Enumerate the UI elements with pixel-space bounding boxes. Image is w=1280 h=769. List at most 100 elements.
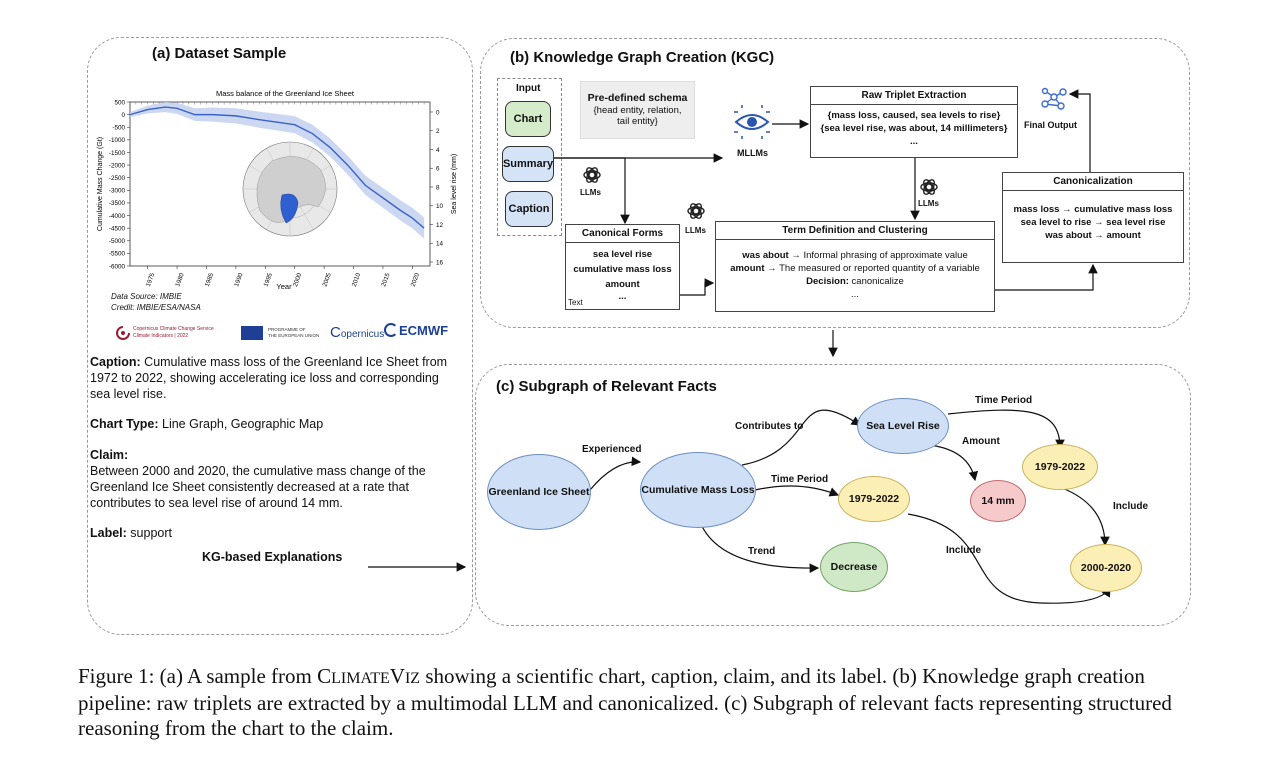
ytick-label: -4500	[109, 225, 126, 232]
raw-triplet-2: {sea level rise, was about, 14 millimete…	[820, 123, 1008, 134]
xtick-label: 2020	[410, 272, 422, 288]
copernicus-word: opernicus	[340, 329, 385, 340]
ytick-label: -2500	[109, 175, 126, 182]
caption-part3: showing a scientific chart, caption, cla…	[78, 664, 1172, 740]
term-l2: The measured or reported quantity of a v…	[776, 263, 980, 274]
term-l2-key: amount →	[730, 263, 777, 274]
term-ellipsis: ...	[851, 289, 859, 300]
node-period-3: 2000-2020	[1070, 544, 1142, 592]
raw-triplet-1: {mass loss, caused, sea levels to rise}	[827, 110, 1001, 121]
edge-include-1: Include	[1113, 501, 1149, 512]
llm-icon-1	[583, 167, 601, 183]
panel-b-kgc	[480, 38, 1190, 328]
term-l3-key: Decision:	[806, 276, 849, 287]
caption-sc1: LIMATE	[331, 670, 390, 687]
y2tick-label: 14	[436, 241, 444, 248]
ytick-label: -1000	[109, 137, 126, 144]
figure-caption: Figure 1: (a) A sample from CLIMATEVIZ s…	[78, 664, 1208, 741]
term-l1: Informal phrasing of approximate value	[800, 250, 968, 261]
llms-label-2: LLMs	[685, 226, 706, 235]
form-1: sea level rise	[592, 249, 653, 260]
chart-y2label: Sea level rise (mm)	[451, 154, 458, 214]
c3s-line1: Copernicus Climate Change Service	[133, 326, 214, 332]
eu-line2: THE EUROPEAN UNION	[268, 333, 320, 338]
copernicus-logo: Copernicus	[330, 324, 384, 341]
xtick-label: 2010	[351, 272, 363, 288]
raw-triplet-title: Raw Triplet Extraction	[811, 87, 1017, 105]
edge-include-2: Include	[946, 545, 982, 556]
panel-c-subgraph	[475, 364, 1191, 626]
schema-box: Pre-defined schema {head entity, relatio…	[580, 81, 695, 139]
ecmwf-logo: ECMWF	[384, 323, 448, 338]
ytick-label: 500	[114, 99, 125, 106]
input-summary: Summary	[502, 146, 554, 182]
c3s-logo-icon	[116, 326, 130, 340]
input-label: Input	[516, 83, 541, 94]
canonical-forms-box: Canonical Forms sea level rise cumulativ…	[565, 224, 680, 310]
xtick-label: 1975	[145, 272, 157, 288]
label-label: Label:	[90, 526, 127, 540]
y2tick-label: 8	[436, 184, 440, 191]
edge-trend: Trend	[748, 546, 776, 557]
eu-flag-icon	[241, 326, 263, 340]
kg-explanations: KG-based Explanations	[202, 550, 343, 564]
xtick-label: 1995	[263, 272, 275, 288]
eu-line1: PROGRAMME OF	[268, 327, 306, 332]
term-definition-title: Term Definition and Clustering	[716, 222, 994, 240]
chart-type-label: Chart Type:	[90, 417, 159, 431]
input-caption: Caption	[505, 191, 553, 227]
c3s-line2: Climate Indicators | 2022	[133, 333, 189, 339]
input-group	[497, 78, 562, 236]
ytick-label: -2000	[109, 162, 126, 169]
y2tick-label: 12	[436, 222, 444, 229]
canonicalization-title: Canonicalization	[1003, 173, 1183, 191]
data-source: Data Source: IMBIE	[111, 292, 182, 301]
mllms-label: MLLMs	[737, 148, 768, 158]
caption-text: Cumulative mass loss of the Greenland Ic…	[90, 355, 448, 401]
forms-ellipsis: ...	[618, 291, 627, 302]
ytick-label: -500	[112, 125, 125, 132]
ytick-label: -5500	[109, 251, 126, 258]
caption-label: Caption:	[90, 355, 141, 369]
chart-type-text: Line Graph, Geographic Map	[158, 417, 324, 431]
schema-text: {head entity, relation, tail entity}	[593, 105, 682, 127]
claim-label: Claim:	[90, 448, 129, 462]
panel-b-title: (b) Knowledge Graph Creation (KGC)	[510, 49, 775, 66]
ytick-label: -1500	[109, 150, 126, 157]
llm-icon-3	[920, 179, 938, 195]
xtick-label: 1980	[174, 272, 186, 288]
uncertainty-band	[130, 102, 425, 239]
term-l1-key: was about →	[742, 250, 801, 261]
caption-block: Caption: Cumulative mass loss of the Gre…	[90, 354, 462, 402]
ecmwf-text: ECMWF	[399, 323, 449, 338]
schema-title: Pre-defined schema	[587, 92, 688, 104]
canon-line-1: mass loss → cumulative mass loss	[1013, 204, 1173, 215]
y2tick-label: 10	[436, 203, 444, 210]
ytick-label: -5000	[109, 238, 126, 245]
label-block: Label: support	[90, 525, 462, 541]
panel-a-dataset-sample	[87, 37, 473, 635]
copernicus-c: C	[330, 324, 341, 341]
kgc-arrows	[554, 89, 1098, 358]
text-label: Text	[568, 298, 583, 307]
form-3: amount	[605, 279, 640, 290]
credit: Credit: IMBIE/ESA/NASA	[111, 303, 201, 312]
y2tick-label: 0	[436, 109, 440, 116]
llms-label-1: LLMs	[580, 188, 601, 197]
xtick-label: 2000	[292, 272, 304, 288]
node-sea-level-rise: Sea Level Rise	[857, 398, 949, 454]
ytick-label: -3000	[109, 188, 126, 195]
canon-line-3: was about → amount	[1045, 230, 1141, 241]
claim-text: Between 2000 and 2020, the cumulative ma…	[90, 464, 426, 510]
mass-change-line	[129, 106, 425, 229]
node-decrease: Decrease	[820, 542, 888, 592]
caption-part2: V	[389, 664, 405, 688]
xtick-label: 1990	[233, 272, 245, 288]
greenland-mass-chart: Mass balance of the Greenland Ice Sheet …	[97, 89, 458, 291]
final-output-label: Final Output	[1024, 120, 1077, 130]
y2tick-label: 16	[436, 259, 444, 266]
xtick-label: 2005	[321, 272, 333, 288]
edge-experienced: Experienced	[582, 444, 642, 455]
node-14mm: 14 mm	[970, 480, 1026, 522]
